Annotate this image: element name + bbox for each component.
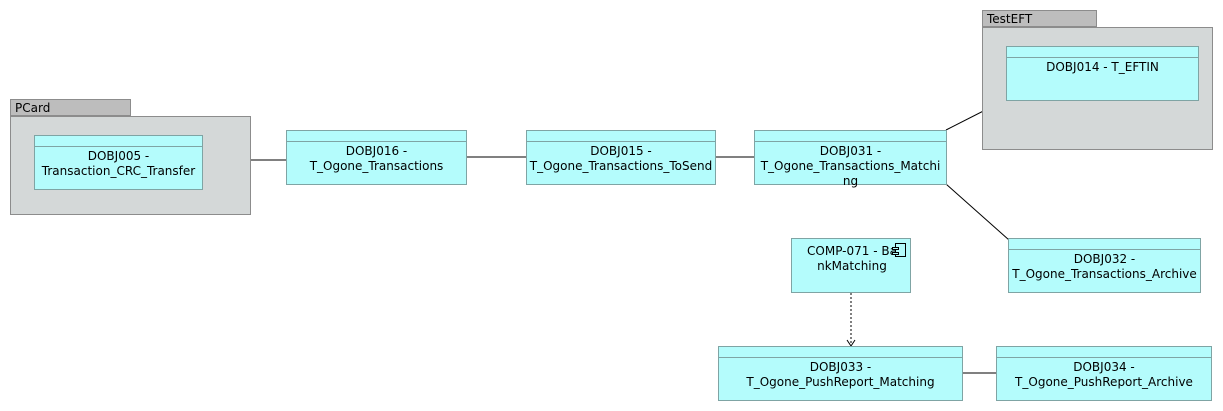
node-dobj033[interactable]: DOBJ033 - T_Ogone_PushReport_Matching xyxy=(718,346,963,401)
node-dobj032[interactable]: DOBJ032 - T_Ogone_Transactions_Archive xyxy=(1008,238,1201,293)
node-dobj016[interactable]: DOBJ016 - T_Ogone_Transactions xyxy=(286,130,467,185)
node-header xyxy=(287,131,466,142)
node-id: DOBJ033 - xyxy=(809,360,872,374)
node-header xyxy=(35,136,202,147)
node-label: DOBJ014 - T_EFTIN xyxy=(1007,58,1198,75)
node-label: DOBJ031 - T_Ogone_Transactions_Matching xyxy=(755,142,946,189)
node-label: DOBJ005 - Transaction_CRC_Transfer xyxy=(35,147,202,179)
component-label: COMP-071 - BankMatching xyxy=(807,244,897,273)
component-icon xyxy=(892,243,906,257)
node-id: DOBJ034 - xyxy=(1073,360,1135,374)
node-header xyxy=(527,131,715,142)
node-label: DOBJ033 - T_Ogone_PushReport_Matching xyxy=(719,358,962,390)
node-title: T_Ogone_Transactions_Archive xyxy=(1012,267,1197,281)
node-id: DOBJ005 - xyxy=(87,149,150,163)
node-dobj015[interactable]: DOBJ015 - T_Ogone_Transactions_ToSend xyxy=(526,130,716,185)
node-header xyxy=(1009,239,1200,250)
node-header xyxy=(755,131,946,142)
component-comp071[interactable]: COMP-071 - BankMatching xyxy=(791,238,911,293)
node-dobj005[interactable]: DOBJ005 - Transaction_CRC_Transfer xyxy=(34,135,203,190)
node-id: DOBJ031 - xyxy=(819,144,882,158)
node-title: Transaction_CRC_Transfer xyxy=(41,164,196,178)
node-title: T_Ogone_Transactions_ToSend xyxy=(529,159,713,173)
node-label: DOBJ015 - T_Ogone_Transactions_ToSend xyxy=(527,142,715,174)
node-header xyxy=(1007,47,1198,58)
node-id: DOBJ032 - xyxy=(1073,252,1136,266)
node-id: DOBJ016 - xyxy=(345,144,408,158)
group-testeft-tab: TestEFT xyxy=(982,10,1097,27)
node-label: DOBJ016 - T_Ogone_Transactions xyxy=(287,142,466,174)
node-title: T_Ogone_PushReport_Archive xyxy=(1015,375,1193,389)
node-label: DOBJ032 - T_Ogone_Transactions_Archive xyxy=(1009,250,1200,282)
node-title: T_Ogone_PushReport_Matching xyxy=(746,375,935,389)
node-dobj014[interactable]: DOBJ014 - T_EFTIN xyxy=(1006,46,1199,101)
node-header xyxy=(997,347,1211,358)
group-pcard-tab: PCard xyxy=(10,99,131,116)
connector-dobj031-dobj032 xyxy=(945,183,1010,241)
node-label: DOBJ034 - T_Ogone_PushReport_Archive xyxy=(997,358,1211,390)
node-id: DOBJ015 - xyxy=(590,144,652,158)
node-id: DOBJ014 - T_EFTIN xyxy=(1046,60,1159,74)
node-dobj034[interactable]: DOBJ034 - T_Ogone_PushReport_Archive xyxy=(996,346,1212,401)
node-title: T_Ogone_Transactions_Matching xyxy=(760,159,941,188)
node-dobj031[interactable]: DOBJ031 - T_Ogone_Transactions_Matching xyxy=(754,130,947,188)
node-title: T_Ogone_Transactions xyxy=(309,159,444,173)
node-header xyxy=(719,347,962,358)
